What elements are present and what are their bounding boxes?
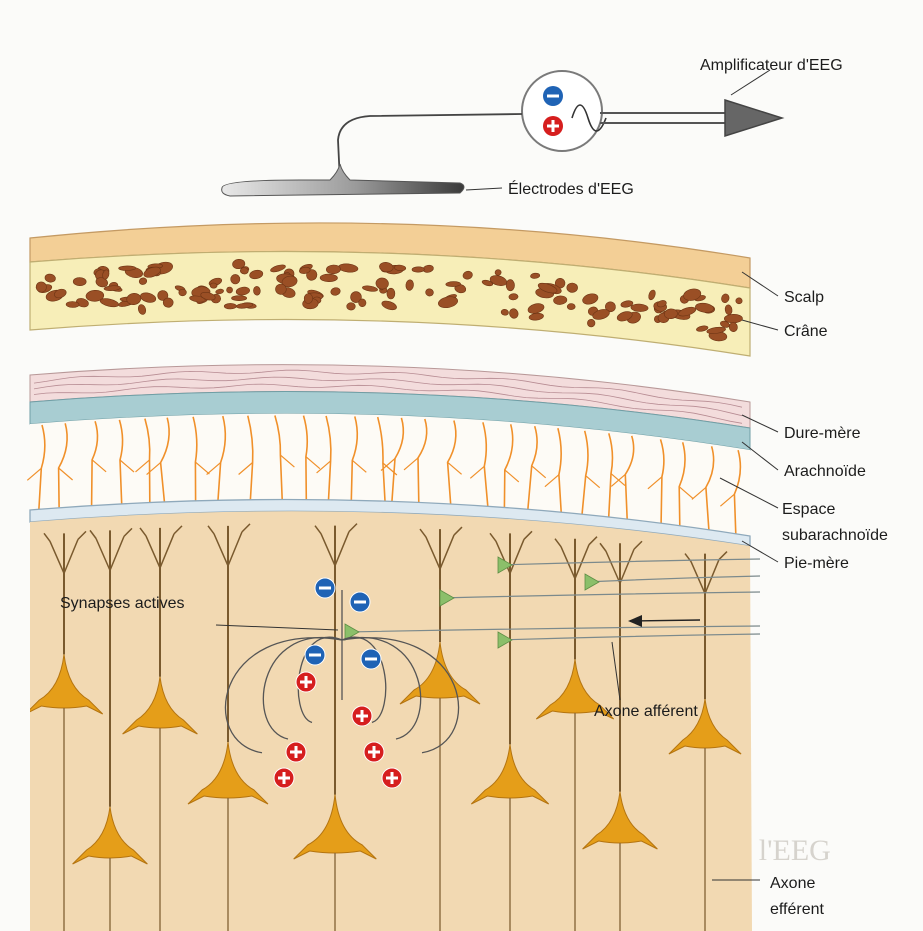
bone-blob — [66, 301, 79, 307]
bone-blob — [387, 288, 395, 299]
bone-blob — [736, 298, 743, 304]
label-synapses: Synapses actives — [60, 595, 185, 612]
bone-blob — [240, 267, 249, 274]
plus-charge-icon — [286, 742, 306, 762]
bone-blob — [275, 284, 286, 295]
label-arachnoid: Arachnoïde — [784, 463, 866, 480]
bone-blob — [446, 281, 461, 287]
plus-sign-v — [373, 746, 376, 758]
plus-sign-v — [305, 676, 308, 688]
label-subarachnoid-2: subarachnoïde — [782, 527, 888, 544]
plus-charge-icon — [382, 768, 402, 788]
bone-blob — [231, 274, 240, 284]
label-afferent: Axone afférent — [594, 703, 698, 720]
bone-blob — [210, 283, 217, 289]
minus-sign — [365, 658, 377, 661]
label-scalp: Scalp — [784, 289, 824, 306]
bone-blob — [304, 293, 313, 303]
minus-charge-icon — [305, 645, 325, 665]
label-dura: Dure-mère — [784, 425, 861, 442]
bone-blob — [179, 289, 187, 296]
bone-blob — [567, 303, 575, 309]
plus-charge-icon — [364, 742, 384, 762]
bone-blob — [495, 269, 502, 275]
label-efferent-2: efférent — [770, 901, 825, 918]
bone-blob — [232, 296, 247, 301]
label-electrodes: Électrodes d'EEG — [508, 179, 634, 198]
eeg-electrode: Électrodes d'EEG — [222, 164, 634, 198]
label-amplifier: Amplificateur d'EEG — [700, 57, 843, 74]
plus-charge-icon — [543, 116, 563, 136]
minus-sign — [319, 587, 331, 590]
bone-blob — [73, 277, 86, 285]
bone-blob — [347, 303, 356, 311]
plus-charge-icon — [274, 768, 294, 788]
minus-sign — [354, 601, 366, 604]
minus-charge-icon — [350, 592, 370, 612]
electrode-body — [222, 164, 464, 196]
plus-charge-icon — [296, 672, 316, 692]
minus-sign — [309, 654, 321, 657]
amplifier: Amplificateur d'EEG — [338, 57, 843, 182]
plus-charge-icon — [352, 706, 372, 726]
leader-electrodes — [466, 188, 502, 190]
bone-blob — [412, 267, 424, 273]
plus-sign-v — [295, 746, 298, 758]
bone-blob — [320, 274, 338, 282]
electrode-wire — [338, 114, 522, 182]
bone-blob — [587, 319, 595, 327]
bone-blob — [224, 303, 236, 309]
bone-blob — [506, 279, 515, 290]
label-skull: Crâne — [784, 323, 828, 340]
minus-charge-icon — [543, 86, 563, 106]
bone-blob — [567, 283, 578, 293]
minus-charge-icon — [361, 649, 381, 669]
minus-charge-icon — [315, 578, 335, 598]
amplifier-circle — [522, 71, 602, 151]
bone-blob — [358, 299, 366, 307]
label-subarachnoid-1: Espace — [782, 501, 835, 518]
bone-blob — [119, 266, 136, 271]
plus-sign-v — [391, 772, 394, 784]
label-pia: Pie-mère — [784, 555, 849, 572]
plus-sign-v — [283, 772, 286, 784]
plus-sign-v — [361, 710, 364, 722]
label-efferent-1: Axone — [770, 875, 815, 892]
bone-blob — [509, 293, 519, 300]
bone-blob — [163, 298, 173, 308]
double-arrow-icon — [600, 100, 782, 136]
